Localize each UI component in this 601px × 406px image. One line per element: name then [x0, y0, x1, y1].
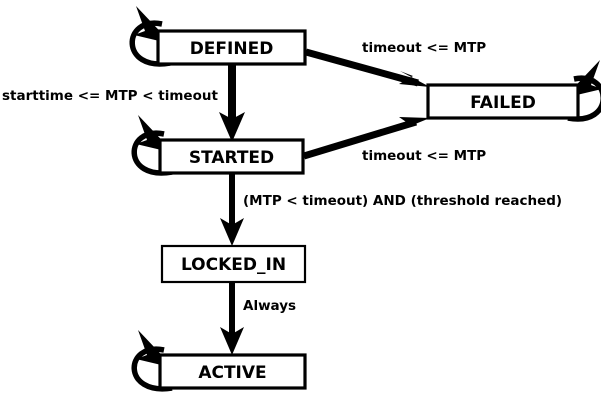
- edge-label-defined-to-started: starttime <= MTP < timeout: [2, 88, 218, 104]
- state-node-locked-in[interactable]: LOCKED_IN: [160, 244, 307, 284]
- edge-label-started-to-locked-in: (MTP < timeout) AND (threshold reached): [243, 193, 562, 209]
- edge-defined-to-started-arrowhead: [219, 112, 245, 142]
- state-box-started[interactable]: [158, 138, 305, 175]
- edge-label-started-to-failed: timeout <= MTP: [362, 148, 486, 164]
- edge-started-to-locked-in-arrowhead: [220, 218, 244, 246]
- state-box-failed[interactable]: [426, 83, 580, 120]
- edge-defined-to-failed: [305, 48, 430, 87]
- edge-locked-in-to-active-arrowhead: [220, 327, 244, 355]
- edge-started-to-failed-arrowhead: [398, 117, 430, 131]
- state-box-active[interactable]: [158, 353, 307, 390]
- state-node-defined[interactable]: DEFINED: [156, 29, 307, 66]
- edge-defined-to-failed-line: [305, 48, 419, 87]
- state-node-failed[interactable]: FAILED: [426, 83, 580, 120]
- state-label-locked-in: LOCKED_IN: [181, 255, 286, 275]
- state-label-failed: FAILED: [470, 93, 536, 113]
- edge-locked-in-to-active: [220, 282, 244, 355]
- edge-defined-to-failed-arrowhead: [399, 71, 430, 87]
- state-label-started: STARTED: [189, 148, 274, 168]
- edge-defined-to-started: [219, 63, 245, 142]
- edge-started-to-failed-line: [302, 118, 418, 160]
- state-label-defined: DEFINED: [190, 39, 274, 59]
- state-label-active: ACTIVE: [198, 363, 266, 383]
- state-node-started[interactable]: STARTED: [158, 138, 305, 175]
- state-node-active[interactable]: ACTIVE: [158, 353, 307, 390]
- state-box-locked-in[interactable]: [160, 244, 307, 284]
- edge-started-to-locked-in: [220, 172, 244, 246]
- edge-label-locked-in-to-active: Always: [243, 298, 296, 314]
- edge-label-defined-to-failed: timeout <= MTP: [362, 40, 486, 56]
- state-box-defined[interactable]: [156, 29, 307, 66]
- edge-started-to-failed: [302, 117, 430, 160]
